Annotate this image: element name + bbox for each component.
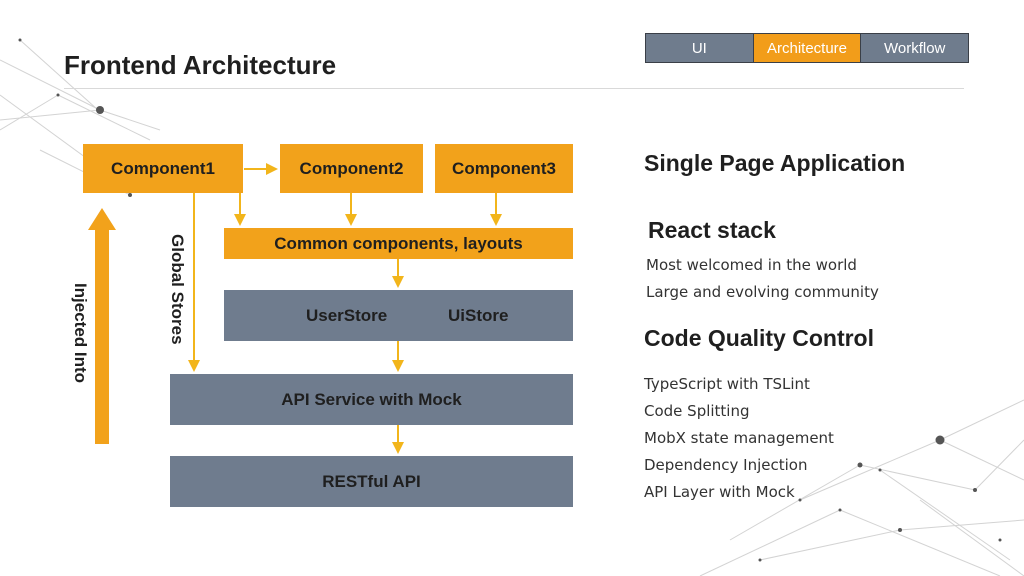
common-components-box: Common components, layouts [224,228,573,259]
spa-heading: Single Page Application [644,150,906,176]
list-item: MobX state management [644,429,834,447]
react-stack-list: Most welcomed in the world Large and evo… [646,252,879,306]
userstore-label: UserStore [306,305,388,325]
uistore-label: UiStore [448,305,509,325]
page-title: Frontend Architecture [64,50,337,80]
tab-workflow[interactable]: Workflow [861,34,969,62]
injected-into-label: Injected Into [71,282,90,384]
global-stores-label: Global Stores [168,234,187,345]
list-item: Most welcomed in the world [646,256,857,274]
title-divider [64,88,964,89]
api-service-box: API Service with Mock [170,374,573,425]
component2-box: Component2 [280,144,423,193]
list-item: API Layer with Mock [644,483,795,501]
tab-architecture[interactable]: Architecture [753,34,862,62]
tab-ui[interactable]: UI [646,34,754,62]
list-item: Dependency Injection [644,456,808,474]
component1-box: Component1 [83,144,243,193]
code-quality-list: TypeScript with TSLint Code Splitting Mo… [644,371,834,506]
section-tabs: UI Architecture Workflow [645,33,969,63]
react-stack-heading: React stack [648,217,776,243]
stores-box: UserStore UiStore [224,290,573,341]
list-item: Large and evolving community [646,283,879,301]
injected-up-arrow [88,208,116,444]
list-item: Code Splitting [644,402,750,420]
restful-api-box: RESTful API [170,456,573,507]
code-quality-heading: Code Quality Control [644,325,874,351]
component3-box: Component3 [435,144,573,193]
list-item: TypeScript with TSLint [644,375,810,393]
